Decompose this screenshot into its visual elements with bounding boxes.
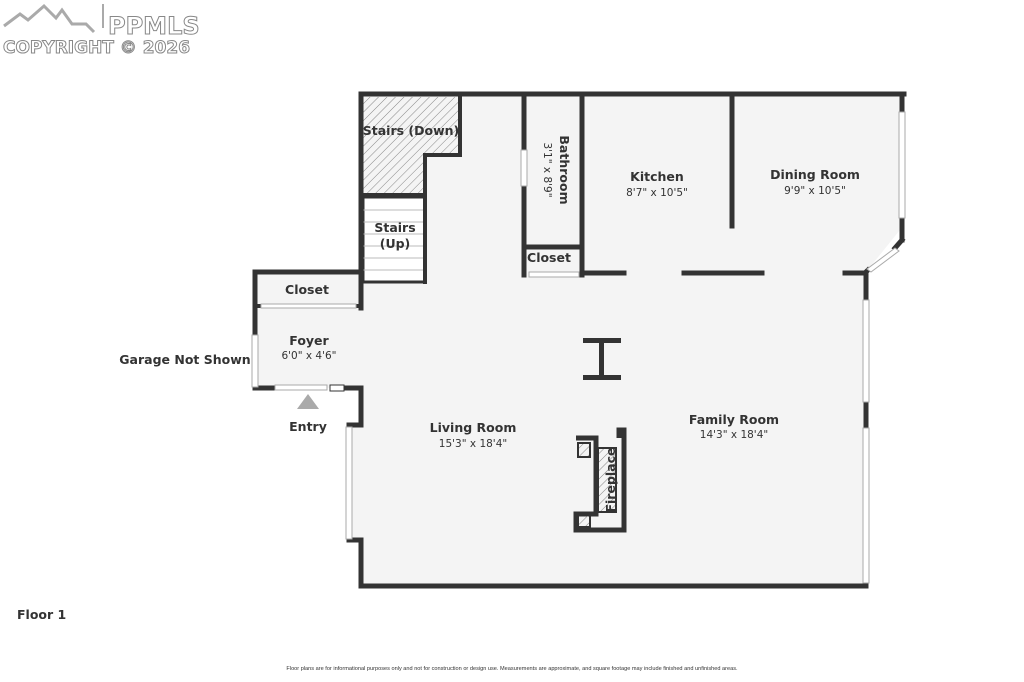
stairs-up-label-2: (Up): [380, 236, 411, 251]
ppmls-logo: PPMLS COPYRIGHT © 2026: [3, 3, 200, 59]
logo-brand: PPMLS: [108, 12, 200, 40]
foyer-label: Foyer: [289, 333, 329, 348]
foyer-dims: 6'0" x 4'6": [281, 350, 336, 362]
walls: [252, 91, 907, 589]
closet-foyer-label: Closet: [285, 282, 329, 297]
dining-label: Dining Room: [770, 167, 860, 182]
beam-symbol: [583, 338, 621, 380]
family-label: Family Room: [689, 412, 779, 427]
kitchen-dims: 8'7" x 10'5": [626, 187, 688, 199]
fireplace-label: Fireplace: [603, 447, 618, 512]
closet-bath-label: Closet: [527, 250, 571, 265]
garage-note: Garage Not Shown: [119, 352, 250, 367]
dining-dims: 9'9" x 10'5": [784, 185, 846, 197]
windows: [251, 111, 906, 584]
stairs-up-label-1: Stairs: [374, 220, 415, 235]
entry-label: Entry: [289, 419, 327, 434]
fireplace: Fireplace: [573, 427, 627, 533]
logo-copyright: COPYRIGHT © 2026: [3, 38, 190, 58]
kitchen-label: Kitchen: [630, 169, 684, 184]
stairs-down-label: Stairs (Down): [363, 123, 460, 138]
stairs-down: [363, 97, 460, 195]
disclaimer: Floor plans are for informational purpos…: [286, 666, 738, 672]
living-label: Living Room: [430, 420, 517, 435]
entry-arrow-icon: [297, 394, 319, 409]
bathroom-dims: 3'1" x 8'9": [541, 142, 553, 197]
family-dims: 14'3" x 18'4": [700, 429, 768, 441]
stairs-up: [361, 195, 427, 284]
bathroom-label: Bathroom: [557, 135, 572, 204]
floor-label: Floor 1: [17, 607, 66, 622]
living-dims: 15'3" x 18'4": [439, 438, 507, 450]
